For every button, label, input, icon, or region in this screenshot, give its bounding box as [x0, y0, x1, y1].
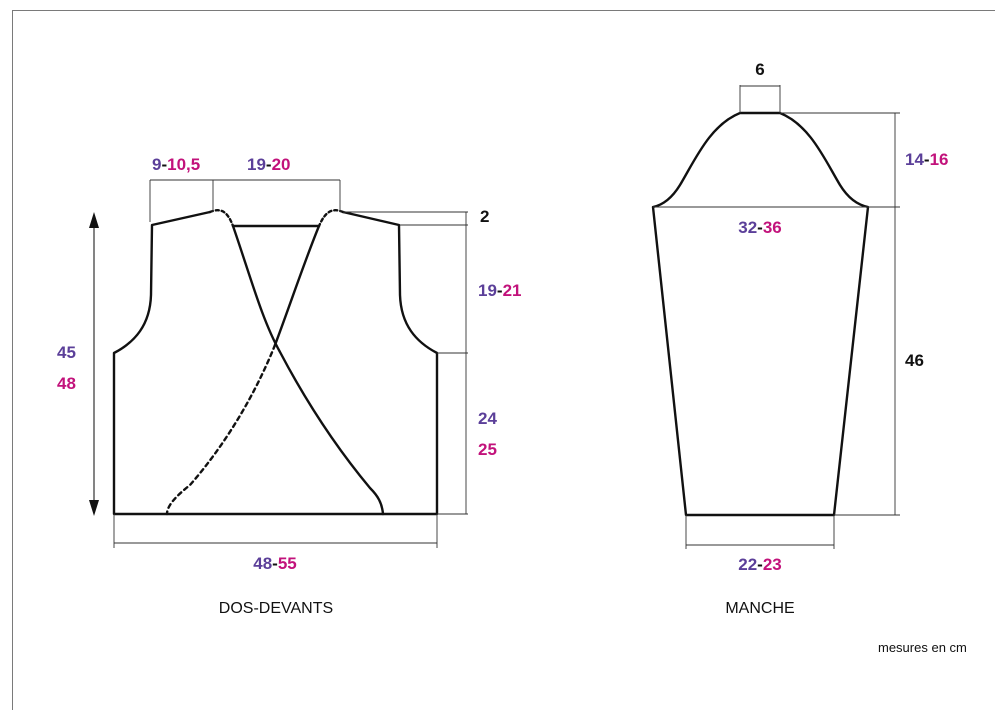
sleeve-upper-width-label: 32-36	[738, 218, 782, 237]
diagram-frame	[12, 10, 995, 710]
sleeve-piece	[651, 111, 870, 517]
sleeve-outline	[651, 111, 870, 517]
armhole-depth-label: 19-21	[478, 281, 522, 300]
right-front-edge	[273, 224, 321, 347]
sleeve-cuff-label: 22-23	[738, 555, 782, 574]
right-front-hidden-edge	[165, 343, 277, 516]
body-width-label: 48-55	[253, 554, 297, 573]
body-caption: DOS-DEVANTS	[219, 600, 333, 617]
neck-width-label: 19-20	[247, 155, 291, 174]
total-length-size2: 48	[57, 374, 76, 393]
shoulder-size1: 9	[152, 155, 161, 174]
pattern-diagram: 9-10,5 19-20 2 19-21 24 25 45 48 48-55 D…	[57, 60, 967, 655]
body-outline	[112, 210, 439, 516]
left-shoulder-dash	[208, 209, 235, 228]
body-piece	[112, 209, 439, 516]
units-note: mesures en cm	[878, 640, 967, 655]
neck-drop-label: 2	[480, 207, 489, 226]
right-shoulder-dash	[317, 209, 345, 228]
shoulder-size2: 10,5	[167, 155, 200, 174]
sleeve-length-label: 46	[905, 351, 924, 370]
sleeve-dimensions	[653, 85, 900, 549]
total-length-size1: 45	[57, 343, 76, 362]
shoulder-width-label: 9-10,5	[152, 155, 200, 174]
sleeve-cap-height-label: 14-16	[905, 150, 949, 169]
sleeve-top-label: 6	[755, 60, 764, 79]
side-length-size1: 24	[478, 409, 497, 428]
side-length-size2: 25	[478, 440, 497, 459]
body-dimensions	[89, 179, 468, 548]
sleeve-caption: MANCHE	[725, 600, 794, 617]
left-front-edge	[231, 224, 385, 516]
